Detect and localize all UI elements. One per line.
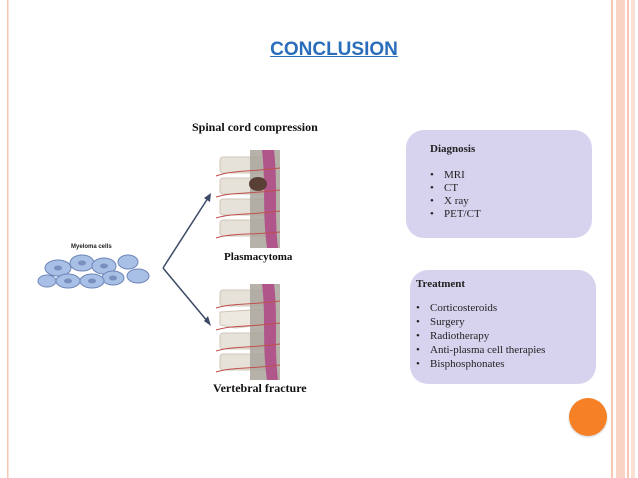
diagnosis-item: MRI xyxy=(430,169,592,182)
treatment-item: Corticosteroids xyxy=(416,301,596,315)
treatment-list: Corticosteroids Surgery Radiotherapy Ant… xyxy=(416,301,596,371)
spine-top-heading: Spinal cord compression xyxy=(192,120,318,134)
diagnosis-heading: Diagnosis xyxy=(430,143,476,155)
slide-title: CONCLUSION xyxy=(270,39,398,60)
treatment-item: Anti-plasma cell therapies xyxy=(416,343,596,357)
branch-arrows xyxy=(162,197,209,323)
diagnosis-box: Diagnosis MRI CT X ray PET/CT xyxy=(406,130,592,238)
right-stripe-2 xyxy=(616,0,625,478)
treatment-item: Surgery xyxy=(416,315,596,329)
orange-circle-icon xyxy=(569,398,607,436)
treatment-heading: Treatment xyxy=(416,278,466,290)
diagnosis-list: MRI CT X ray PET/CT xyxy=(430,169,592,221)
right-stripe-3 xyxy=(627,0,629,478)
left-border-line xyxy=(7,0,9,478)
right-stripe-1 xyxy=(611,0,613,478)
diagnosis-item: X ray xyxy=(430,195,592,208)
arrow-head-up xyxy=(204,193,211,202)
treatment-item: Radiotherapy xyxy=(416,329,596,343)
spine-lower xyxy=(215,284,281,380)
myeloma-cells-label: Myeloma cells xyxy=(71,244,112,250)
spine-bottom-label: Vertebral fracture xyxy=(213,381,307,395)
treatment-item: Bisphosphonates xyxy=(416,357,596,371)
arrow-head-down xyxy=(204,316,211,326)
diagnosis-item: CT xyxy=(430,182,592,195)
diagnosis-item: PET/CT xyxy=(430,208,592,221)
right-stripe-4 xyxy=(631,0,635,478)
spine-top-label: Plasmacytoma xyxy=(224,251,293,263)
treatment-box: Treatment Corticosteroids Surgery Radiot… xyxy=(410,270,596,384)
spine-upper xyxy=(215,150,281,248)
